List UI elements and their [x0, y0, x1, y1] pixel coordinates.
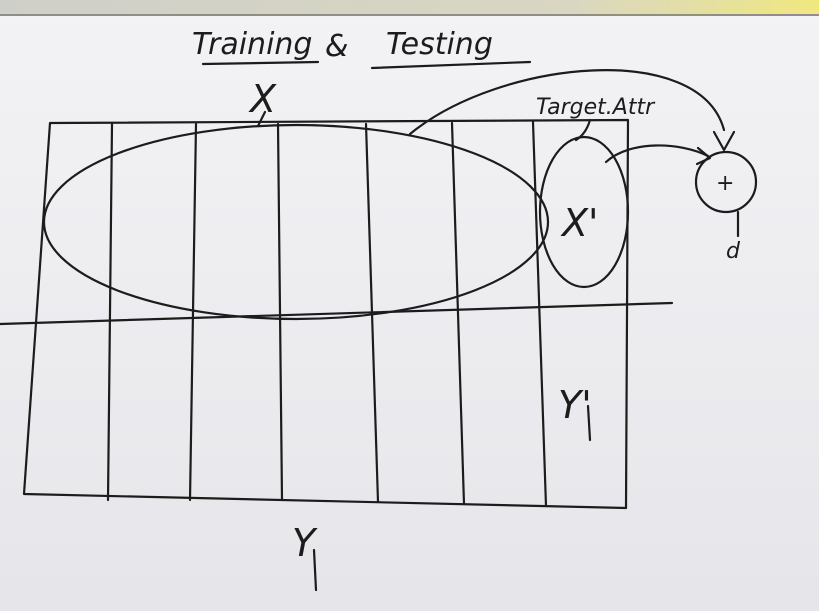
- label-output: d: [726, 239, 741, 264]
- target-arrow: [604, 144, 710, 164]
- table-column-divider: [276, 122, 284, 502]
- table-column-divider: [450, 121, 466, 506]
- combine-node: [694, 150, 758, 214]
- label-y-prime-stem: [586, 404, 592, 442]
- label-x-pointer: [256, 110, 267, 128]
- table-column-divider: [106, 122, 114, 502]
- train-test-split-line: [0, 301, 674, 326]
- features-arrow: [408, 69, 726, 136]
- label-x-prime: X': [560, 201, 598, 245]
- table-column-divider: [531, 120, 548, 508]
- label-target-attr: Target.Attr: [536, 95, 656, 120]
- target-ellipse: [538, 135, 630, 289]
- target-attr-pointer: [574, 118, 592, 142]
- label-plus: +: [716, 171, 734, 196]
- features-ellipse: [42, 123, 550, 321]
- table-column-divider: [188, 122, 198, 502]
- title-testing: Testing: [386, 27, 493, 62]
- title-training-underline: [201, 60, 320, 66]
- title-ampersand: &: [325, 29, 348, 64]
- label-y-stem: [312, 548, 318, 592]
- label-y-prime: Y': [558, 383, 592, 427]
- title-training: Training: [192, 27, 312, 62]
- whiteboard-frame: [0, 0, 819, 16]
- data-table-outline: [22, 118, 630, 510]
- label-x: X: [248, 77, 277, 121]
- target-arrowhead: [695, 146, 712, 166]
- title-testing-underline: [370, 60, 532, 70]
- features-arrowhead: [712, 130, 736, 152]
